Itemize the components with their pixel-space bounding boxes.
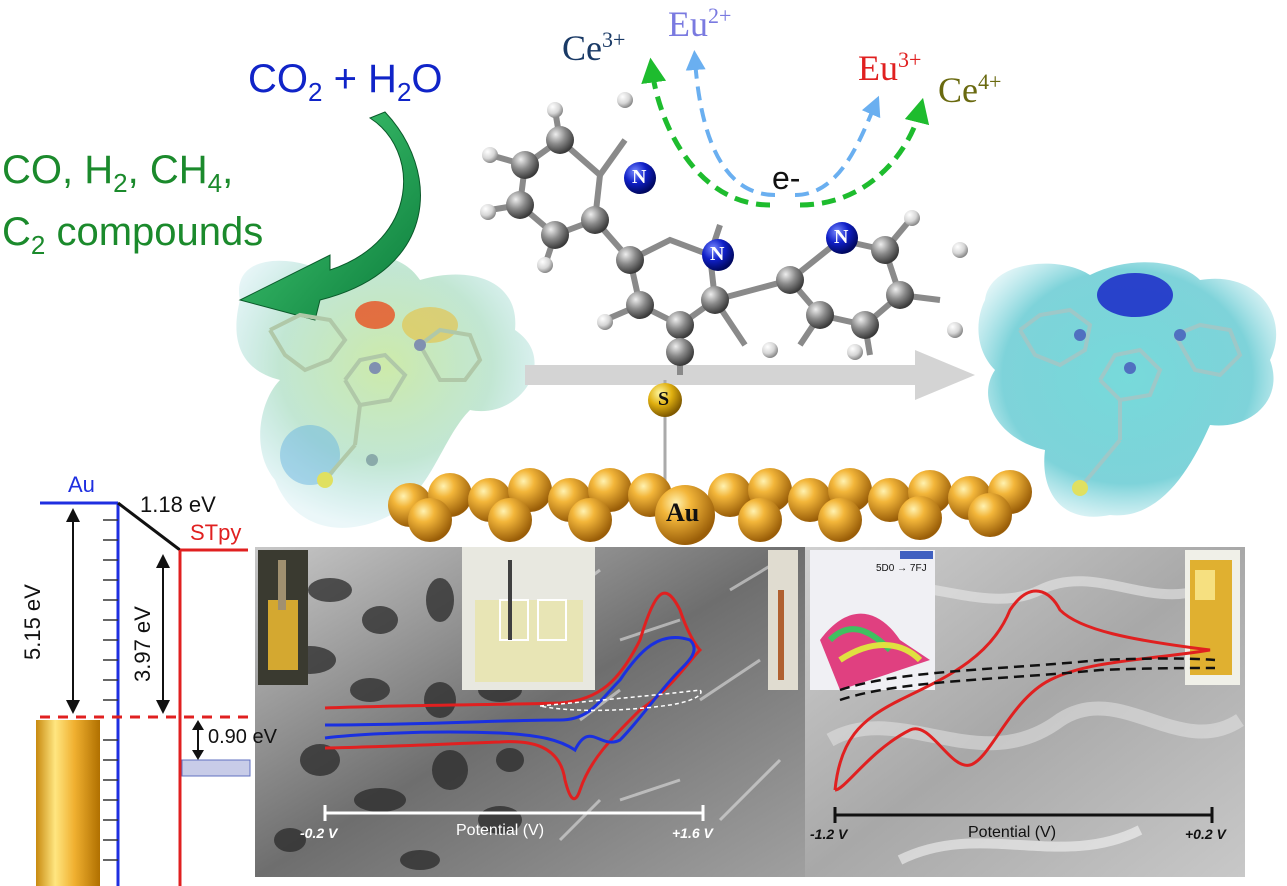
inset-transition-label: 5D0 → 7FJ (876, 563, 927, 574)
energy-diagram (36, 501, 255, 886)
molecule-atoms (480, 92, 968, 366)
right-axis-min-label: -1.2 V (810, 826, 848, 842)
photo-inset-gold-foil (1185, 550, 1240, 685)
left-axis-title: Potential (V) (456, 822, 545, 839)
left-axis-max-label: +1.6 V (672, 825, 713, 841)
electron-arrow-eu-right (794, 95, 881, 197)
offset-label: 0.90 eV (208, 726, 277, 748)
esp-molecule-right (1018, 307, 1243, 490)
reactants-label: CO2 + H2O (248, 57, 443, 107)
stpy-level-value-label: 3.97 eV (130, 606, 155, 682)
right-axis-max-label: +0.2 V (1185, 826, 1226, 842)
sulfur-label: S (658, 388, 670, 410)
products-label-line1: CO, H2, CH4, (2, 148, 234, 198)
axis-left (323, 805, 705, 821)
electron-label: e- (772, 160, 801, 196)
photo-inset-electrode (258, 550, 308, 685)
sulfur-atom (648, 383, 682, 417)
stpy-level-label: STpy (190, 520, 242, 545)
ion-eu2-label: Eu2+ (668, 3, 732, 44)
photo-inset-cell (462, 547, 595, 690)
cv-curves-right (833, 589, 1216, 792)
gold-label: Au (666, 498, 700, 527)
nitrogen-label-2: N (710, 243, 725, 265)
cv-curves-left (324, 591, 703, 801)
transition-arrow (525, 350, 975, 400)
axis-right (833, 807, 1214, 823)
curved-green-arrow (238, 111, 421, 321)
ion-ce4-label: Ce4+ (938, 69, 1002, 110)
inset-3d-spectrum (810, 550, 935, 690)
products-label-line2: C2 compounds (2, 210, 264, 260)
ion-eu3-label: Eu3+ (858, 47, 922, 88)
gold-surface (388, 468, 1032, 545)
right-axis-title: Potential (V) (968, 824, 1057, 841)
left-axis-min-label: -0.2 V (300, 825, 338, 841)
au-work-function-label: 5.15 eV (20, 584, 45, 660)
electron-arrow-ce (641, 57, 771, 208)
electron-arrow-eu (685, 50, 776, 197)
ion-ce3-label: Ce3+ (562, 27, 626, 68)
au-level-label: Au (68, 472, 95, 497)
esp-surface-left (236, 256, 535, 528)
gap-label: 1.18 eV (140, 492, 216, 517)
photo-inset-wire (768, 550, 798, 690)
nitrogen-label-1: N (632, 166, 647, 188)
electron-arrow-ce-right (799, 97, 930, 208)
nitrogen-label-3: N (834, 226, 849, 248)
nitrogen-atoms (624, 162, 858, 271)
